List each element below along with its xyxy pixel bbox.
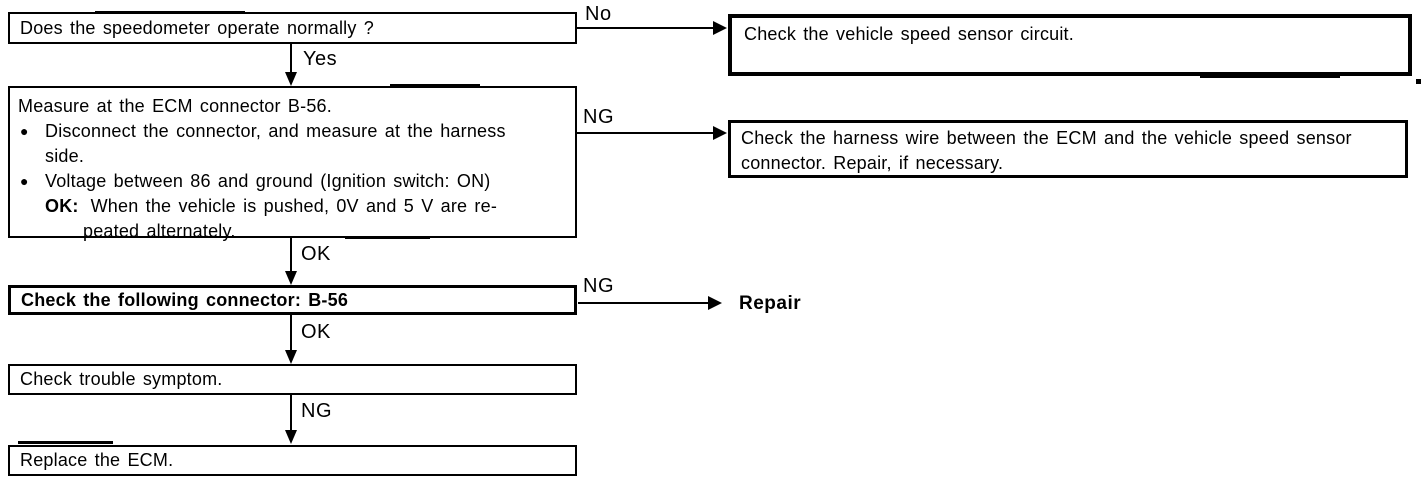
scan-artifact [18, 441, 113, 444]
arrowhead-no-icon [713, 21, 727, 35]
arrowhead-ng1-icon [713, 126, 727, 140]
box-check-harness-wire: Check the harness wire between the ECM a… [728, 120, 1408, 178]
box-question-speedometer: Does the speedometer operate normally ? [8, 12, 577, 44]
box-check-connector-b56-text: Check the following connector: B-56 [21, 290, 349, 310]
box-question-speedometer-text: Does the speedometer operate normally ? [20, 18, 374, 38]
ok-line1: When the vehicle is pushed, 0V and 5 V a… [90, 196, 498, 216]
scan-artifact [1416, 79, 1421, 84]
label-ok-2: OK [301, 321, 331, 343]
label-repair: Repair [739, 293, 802, 314]
box-check-speed-sensor-circuit-text: Check the vehicle speed sensor circuit. [744, 24, 1074, 44]
arrow-no-line [577, 27, 713, 29]
bullet1-line1: Disconnect the connector, and measure at… [45, 121, 506, 141]
bullet2-line1: Voltage between 86 and ground (Ignition … [45, 171, 491, 191]
label-ng-3: NG [301, 400, 332, 422]
arrow-ng2-line [578, 302, 708, 304]
box-replace-ecm-text: Replace the ECM. [20, 450, 174, 470]
ok-line2: peated alternately. [83, 221, 236, 241]
scan-artifact [1200, 75, 1340, 78]
arrowhead-ng2-icon [708, 296, 722, 310]
label-ng-1: NG [583, 106, 614, 128]
arrowhead-yes-icon [285, 72, 297, 86]
label-no: No [585, 3, 612, 25]
box-check-trouble-symptom: Check trouble symptom. [8, 364, 577, 395]
scan-artifact [345, 236, 430, 239]
scan-artifact [95, 11, 245, 14]
arrowhead-ok1-icon [285, 271, 297, 285]
box-check-harness-wire-line2: connector. Repair, if necessary. [741, 153, 1004, 173]
box-check-trouble-symptom-text: Check trouble symptom. [20, 369, 223, 389]
bullet1-line2: side. [45, 146, 85, 166]
label-ng-2: NG [583, 275, 614, 297]
bullet-icon: ● [20, 173, 29, 189]
box-measure-ecm-connector: Measure at the ECM connector B-56. ● Dis… [8, 86, 577, 241]
arrow-ng3-line [290, 395, 292, 431]
box-replace-ecm: Replace the ECM. [8, 445, 577, 476]
arrow-yes-line [290, 44, 292, 73]
arrow-ok2-line [290, 315, 292, 351]
box-check-harness-wire-line1: Check the harness wire between the ECM a… [741, 128, 1352, 148]
box-measure-title: Measure at the ECM connector B-56. [18, 96, 332, 116]
scan-artifact [390, 84, 480, 87]
arrowhead-ng3-icon [285, 430, 297, 444]
box-check-speed-sensor-circuit: Check the vehicle speed sensor circuit. [728, 14, 1412, 76]
arrowhead-ok2-icon [285, 350, 297, 364]
label-yes: Yes [303, 48, 338, 70]
arrow-ng1-line [577, 132, 713, 134]
box-check-connector-b56: Check the following connector: B-56 [8, 285, 577, 315]
label-ok-1: OK [301, 243, 331, 265]
ok-prefix: OK: [45, 196, 79, 216]
arrow-ok1-line [290, 238, 292, 272]
bullet-icon: ● [20, 123, 29, 139]
